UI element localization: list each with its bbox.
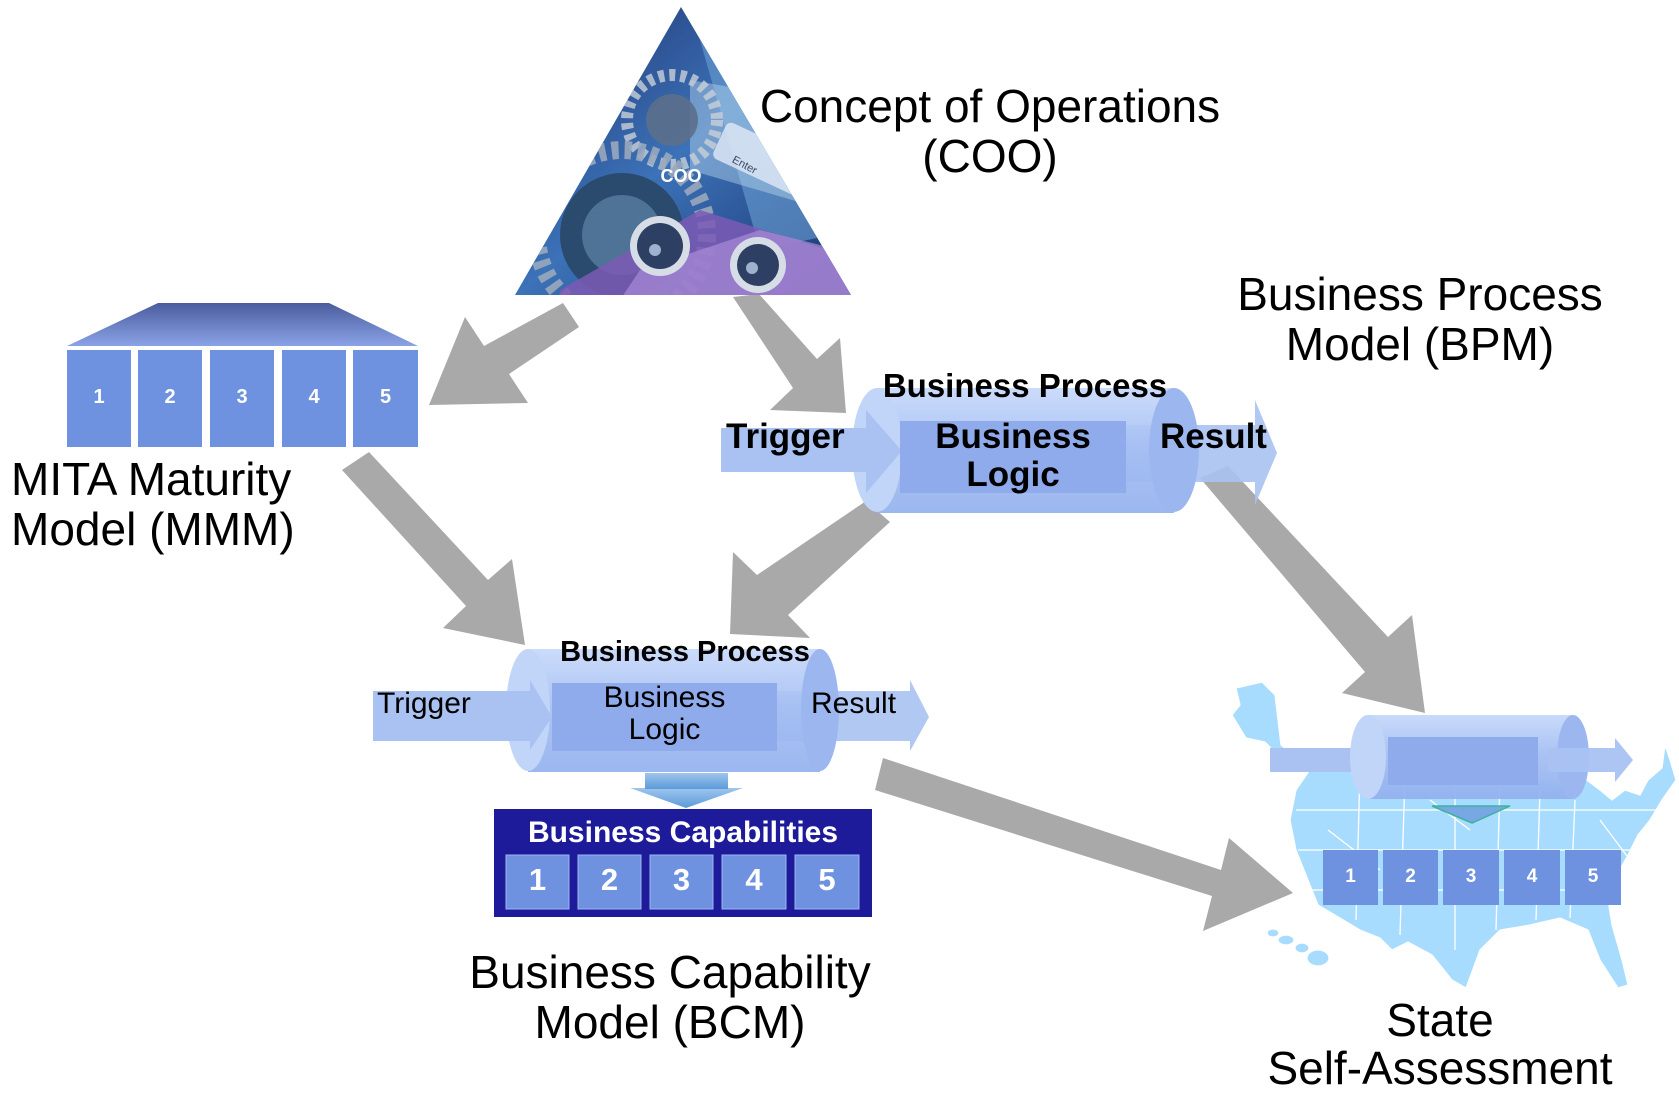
- mmm-column-4: [282, 350, 346, 447]
- bcm-process-label: Business Process: [560, 636, 810, 668]
- arrow-coo-to-mmm: [429, 303, 579, 405]
- arrow-mmm-to-bcm: [342, 452, 525, 645]
- state-level-2: 2: [1405, 866, 1416, 887]
- coo-title-line1: Concept of Operations: [759, 80, 1221, 132]
- capability-cell-1: [505, 854, 570, 910]
- mmm-level-2: 2: [164, 386, 176, 408]
- capability-cell-4: [721, 854, 787, 910]
- mmm-level-4: 4: [308, 386, 320, 408]
- state-level-cell-4: [1504, 850, 1560, 905]
- arrow-bpm-to-bcm: [730, 501, 890, 638]
- us-map: [1231, 681, 1677, 989]
- mmm-columns: [67, 350, 418, 447]
- bpm-process-label: Business Process: [882, 367, 1168, 404]
- state-level-3: 3: [1465, 866, 1477, 887]
- bcm-title: Business Capability Model (BCM): [430, 946, 910, 1048]
- mmm-model: [67, 303, 418, 447]
- flow-arrows: [342, 294, 1425, 931]
- capabilities-label: Business Capabilities: [527, 816, 839, 849]
- mmm-title: MITA Maturity Model (MMM): [11, 453, 411, 555]
- mmm-title-line2: Model (MMM): [11, 502, 295, 555]
- bcm-logic-box: [552, 683, 777, 751]
- mmm-column-2: [138, 350, 202, 447]
- bpm-process-pipe: [721, 388, 1277, 513]
- capability-level-4: 4: [745, 862, 763, 897]
- mmm-title-line1: MITA Maturity: [11, 453, 292, 505]
- bpm-title-line2: Model (BPM): [1285, 317, 1555, 370]
- coo-title-line2: (COO): [922, 129, 1058, 182]
- bpm-trigger-arrow: [721, 410, 902, 493]
- bcm-title-line1: Business Capability: [469, 946, 871, 998]
- capability-level-2: 2: [600, 862, 619, 897]
- ssa-title: State Self-Assessment: [1240, 996, 1640, 1093]
- capability-cell-2: [577, 854, 642, 910]
- state-result-arrow: [1548, 738, 1633, 782]
- state-down-arrow: [1431, 805, 1511, 824]
- state-level-cell-3: [1443, 850, 1499, 905]
- state-level-4: 4: [1526, 866, 1538, 887]
- capability-cell-3: [649, 854, 714, 910]
- coo-badge: COO: [660, 166, 701, 186]
- arrow-coo-to-bpm: [733, 294, 846, 413]
- mmm-column-1: [67, 350, 131, 447]
- bcm-logic-line2: Logic: [628, 713, 701, 747]
- bpm-logic-line1: Business: [935, 417, 1091, 456]
- bcm-trigger-label: Trigger: [377, 687, 471, 720]
- capability-level-3: 3: [672, 862, 691, 897]
- bcm-logic-label: Business Logic: [552, 681, 777, 747]
- bpm-trigger-label: Trigger: [726, 417, 845, 456]
- mmm-level-3: 3: [236, 386, 248, 408]
- bpm-logic-label: Business Logic: [900, 418, 1126, 494]
- state-level-cell-1: [1323, 850, 1378, 905]
- bpm-result-label: Result: [1160, 417, 1267, 456]
- ssa-title-line2: Self-Assessment: [1267, 1042, 1613, 1094]
- capability-level-1: 1: [528, 862, 547, 897]
- business-capabilities-box: [494, 809, 872, 917]
- bcm-process-pipe: [373, 649, 929, 808]
- bpm-title: Business Process Model (BPM): [1220, 268, 1620, 370]
- state-level-cell-2: [1383, 850, 1438, 905]
- mmm-level-1: 1: [93, 386, 105, 408]
- bcm-trigger-arrow: [373, 680, 552, 750]
- state-level-5: 5: [1587, 866, 1599, 887]
- state-logic-box: [1388, 737, 1538, 785]
- arrow-bcm-to-state: [875, 758, 1293, 931]
- state-level-1: 1: [1345, 866, 1356, 887]
- mmm-column-5: [353, 350, 418, 447]
- bcm-logic-line1: Business: [603, 681, 726, 714]
- bcm-down-arrow: [630, 788, 743, 808]
- capability-level-5: 5: [818, 862, 836, 897]
- bpm-logic-box: [900, 421, 1126, 493]
- bcm-result-label: Result: [811, 687, 897, 720]
- coo-title: Concept of Operations (COO): [740, 80, 1240, 182]
- arrow-bpm-to-state: [1200, 466, 1425, 713]
- ssa-title-line1: State: [1386, 994, 1494, 1046]
- mmm-roof: [67, 303, 418, 346]
- state-level-cell-5: [1565, 850, 1621, 905]
- capability-cell-5: [794, 854, 860, 910]
- bpm-title-line1: Business Process: [1237, 268, 1603, 320]
- mmm-column-3: [210, 350, 274, 447]
- bpm-logic-line2: Logic: [966, 454, 1060, 494]
- bcm-title-line2: Model (BCM): [534, 995, 806, 1048]
- mmm-level-5: 5: [379, 386, 392, 408]
